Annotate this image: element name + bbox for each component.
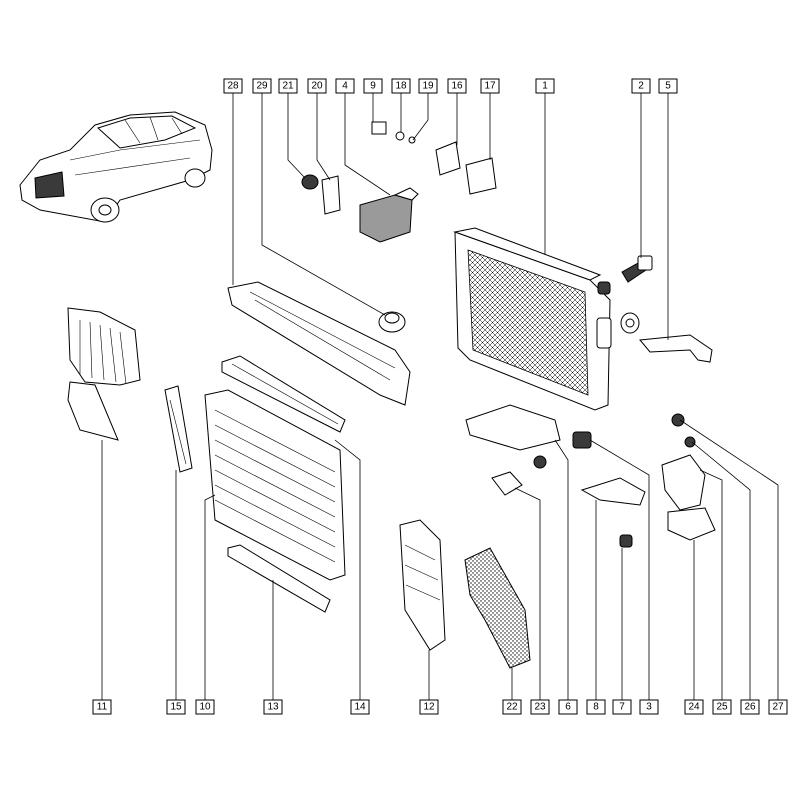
callout-25: 25	[712, 699, 732, 715]
shroud-lower-rail	[227, 544, 331, 613]
air-deflector-left	[67, 307, 141, 441]
upper-cross-member	[227, 281, 411, 406]
callout-label: 20	[311, 81, 323, 92]
callout-label: 22	[506, 702, 518, 713]
callout-5: 5	[658, 78, 678, 94]
callout-label: 21	[282, 81, 294, 92]
callout-label: 23	[534, 702, 546, 713]
callout-label: 14	[354, 702, 366, 713]
callout-label: 28	[227, 81, 239, 92]
callout-10: 10	[195, 699, 215, 715]
callout-label: 25	[716, 702, 728, 713]
callout-22: 22	[502, 699, 522, 715]
radiator	[453, 227, 612, 411]
callout-label: 3	[646, 702, 652, 713]
callout-9: 9	[363, 78, 383, 94]
callout-14: 14	[350, 699, 370, 715]
callout-19: 19	[418, 78, 438, 94]
callout-17: 17	[480, 78, 500, 94]
callout-1: 1	[535, 78, 555, 94]
callout-label: 16	[451, 81, 463, 92]
callout-label: 2	[638, 81, 644, 92]
lower-mount-bracket	[465, 404, 561, 469]
callout-6: 6	[558, 699, 578, 715]
callout-label: 24	[688, 702, 700, 713]
callout-label: 18	[395, 81, 407, 92]
callout-label: 29	[256, 81, 268, 92]
air-duct	[399, 519, 446, 651]
callout-20: 20	[307, 78, 327, 94]
callout-label: 9	[370, 81, 376, 92]
callout-27: 27	[768, 699, 788, 715]
callout-15: 15	[166, 699, 186, 715]
mounting-bush	[620, 312, 640, 334]
callout-21: 21	[278, 78, 298, 94]
callout-label: 13	[267, 702, 279, 713]
callout-3: 3	[639, 699, 659, 715]
radiator-bracket-right	[639, 334, 713, 363]
drain-plug	[621, 255, 653, 283]
callout-11: 11	[92, 699, 112, 715]
callout-label: 10	[199, 702, 211, 713]
side-bracket	[661, 413, 716, 541]
callout-18: 18	[391, 78, 411, 94]
callout-26: 26	[740, 699, 760, 715]
callout-2: 2	[631, 78, 651, 94]
foam-seal	[464, 547, 531, 669]
callout-12: 12	[419, 699, 439, 715]
callout-label: 17	[484, 81, 496, 92]
clip	[491, 471, 523, 496]
callout-label: 8	[593, 702, 599, 713]
callout-label: 26	[744, 702, 756, 713]
callout-label: 1	[542, 81, 548, 92]
callout-label: 6	[565, 702, 571, 713]
callout-label: 12	[423, 702, 435, 713]
callout-29: 29	[252, 78, 272, 94]
side-seal-strip	[164, 385, 193, 473]
callout-label: 7	[619, 702, 625, 713]
condenser	[204, 389, 346, 581]
callout-23: 23	[530, 699, 550, 715]
callout-8: 8	[586, 699, 606, 715]
shroud-upper-rail	[221, 355, 346, 433]
mount-plate	[580, 477, 646, 506]
callout-16: 16	[447, 78, 467, 94]
callout-13: 13	[263, 699, 283, 715]
leader-lines	[101, 93, 779, 700]
callout-label: 11	[97, 702, 108, 713]
car-illustration	[19, 111, 213, 223]
callout-4: 4	[335, 78, 355, 94]
callout-24: 24	[684, 699, 704, 715]
callout-label: 15	[170, 702, 182, 713]
rubber-mount	[572, 431, 633, 548]
callout-28: 28	[223, 78, 243, 94]
callout-label: 5	[665, 81, 671, 92]
callout-7: 7	[612, 699, 632, 715]
filler-cap	[378, 311, 406, 333]
callout-label: 4	[342, 81, 348, 92]
callout-label: 19	[422, 81, 434, 92]
upper-bracket-assembly	[301, 121, 497, 243]
callout-label: 27	[772, 702, 784, 713]
